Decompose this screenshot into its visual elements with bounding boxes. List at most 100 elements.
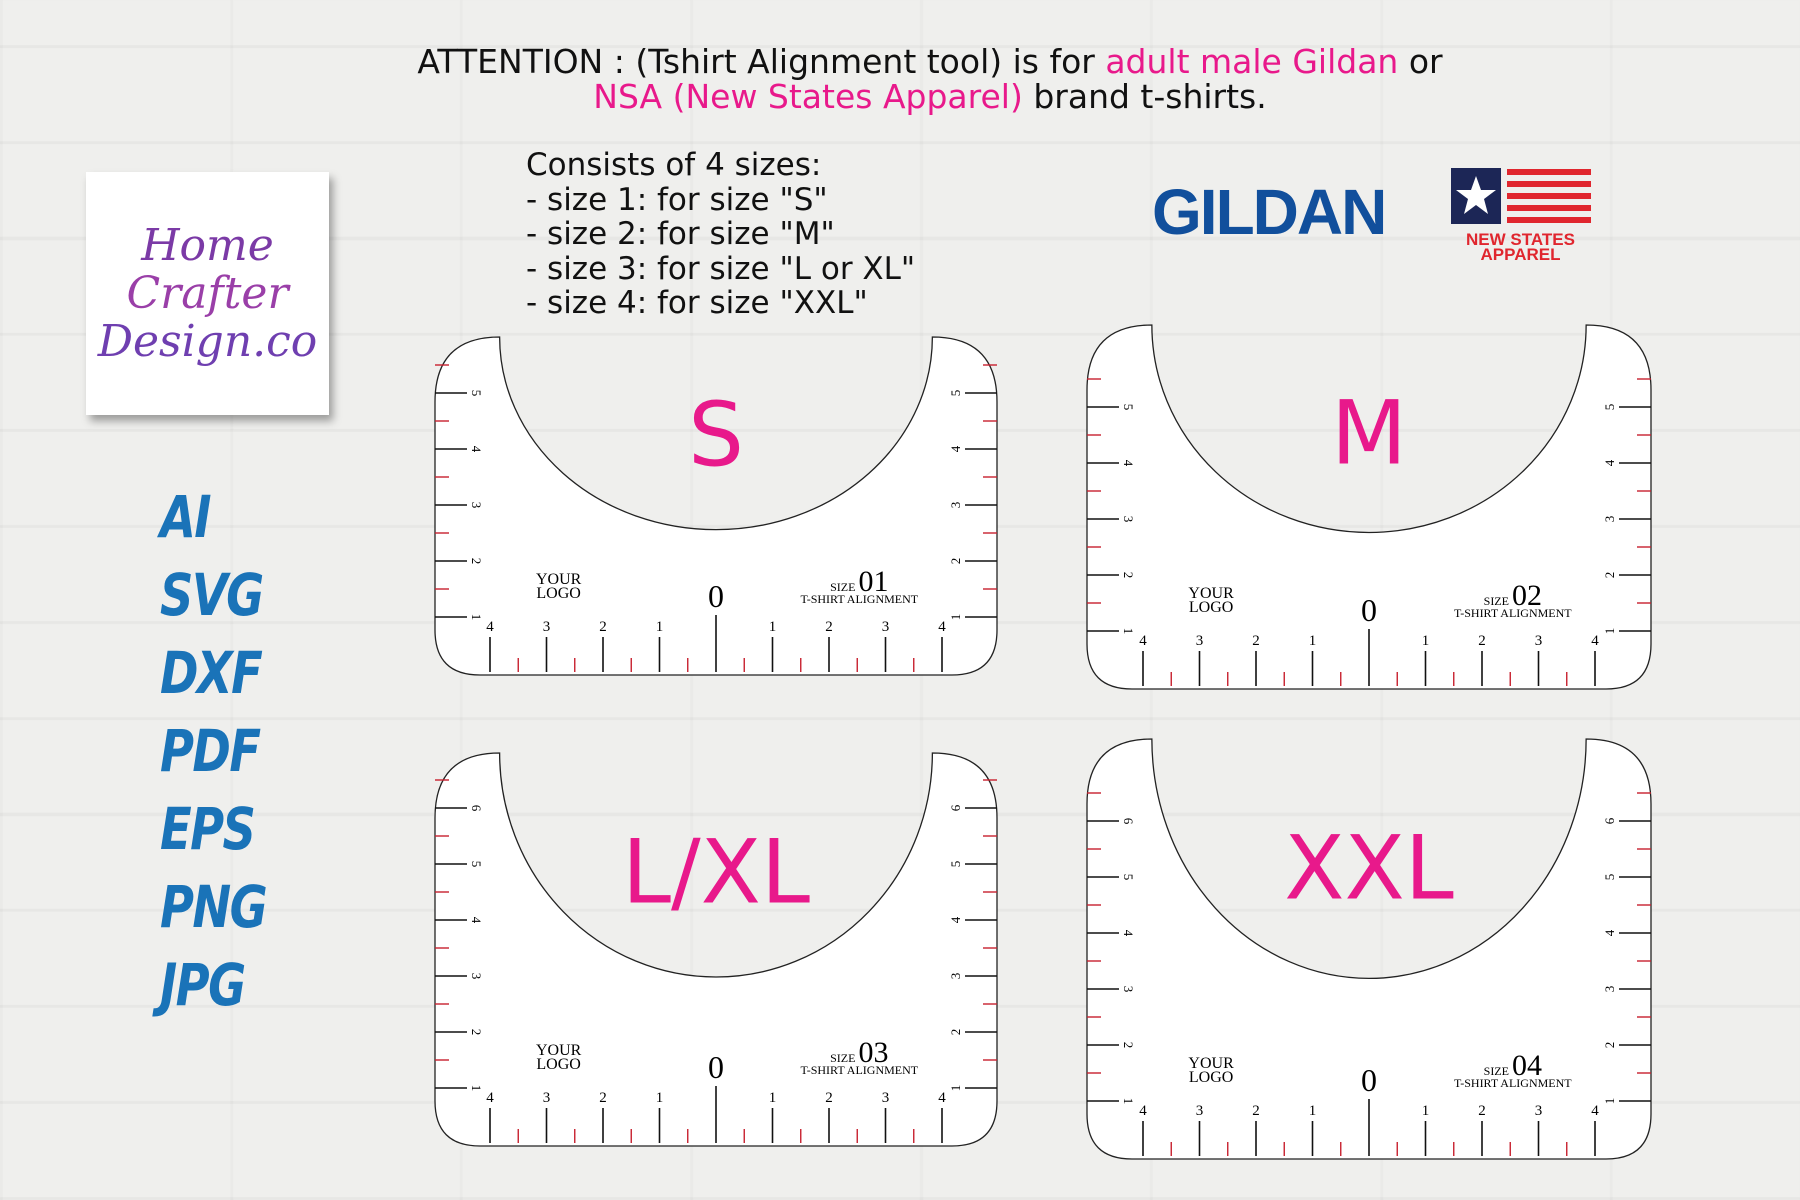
vertical-tick-label: 2: [469, 558, 484, 565]
size-number: 03: [858, 1036, 888, 1069]
vertical-tick-label: 3: [1602, 516, 1617, 523]
vertical-tick-label: 4: [948, 445, 963, 452]
size-item: - size 2: for size "M": [526, 216, 835, 252]
nsa-text-2: APPAREL: [1480, 245, 1561, 264]
horizontal-tick-label: 2: [1252, 633, 1260, 649]
horizontal-tick-label: 2: [599, 1090, 607, 1106]
zero-label: 0: [1361, 592, 1377, 628]
horizontal-tick-label: 3: [882, 619, 890, 635]
card-outline: [1086, 738, 1652, 1160]
t-shirt-alignment-caption: T-SHIRT ALIGNMENT: [1454, 606, 1572, 620]
vertical-tick-label: 1: [1121, 628, 1136, 635]
your-logo-text: YOUR: [1188, 1055, 1234, 1072]
horizontal-tick-label: 3: [1196, 1103, 1204, 1119]
attention-line-1: ATTENTION : (Tshirt Alignment tool) is f…: [0, 44, 1800, 80]
your-logo-text: YOUR: [536, 571, 582, 588]
card-outline: [434, 336, 998, 676]
card-outline: [434, 752, 998, 1147]
vertical-tick-label: 4: [1602, 459, 1617, 466]
vertical-tick-label: 5: [1121, 874, 1136, 881]
format-png: PNG: [160, 873, 268, 941]
home-crafter-design-logo: Home Crafter Design.co: [86, 172, 329, 415]
horizontal-tick-label: 4: [1591, 1103, 1599, 1119]
your-logo-text: LOGO: [1189, 599, 1233, 616]
horizontal-tick-label: 2: [1252, 1103, 1260, 1119]
zero-label: 0: [708, 578, 724, 614]
horizontal-tick-label: 3: [543, 619, 551, 635]
format-eps: EPS: [160, 795, 256, 863]
horizontal-tick-label: 2: [825, 1090, 833, 1106]
horizontal-tick-label: 1: [1309, 1103, 1317, 1119]
horizontal-tick-label: 2: [599, 619, 607, 635]
vertical-tick-label: 5: [1602, 404, 1617, 411]
vertical-tick-label: 3: [469, 973, 484, 980]
vertical-tick-label: 2: [1602, 1042, 1617, 1049]
vertical-tick-label: 2: [948, 1029, 963, 1036]
horizontal-tick-label: 4: [486, 619, 494, 635]
size-word: SIZE: [830, 580, 855, 594]
horizontal-tick-label: 1: [769, 1090, 777, 1106]
horizontal-tick-label: 1: [1309, 633, 1317, 649]
flag-icon: [1451, 168, 1591, 224]
size-item: - size 1: for size "S": [526, 181, 828, 218]
vertical-tick-label: 4: [469, 917, 484, 924]
horizontal-tick-label: 3: [882, 1090, 890, 1106]
t-shirt-alignment-caption: T-SHIRT ALIGNMENT: [1454, 1076, 1572, 1090]
vertical-tick-label: 3: [469, 502, 484, 509]
horizontal-tick-label: 2: [1478, 1103, 1486, 1119]
size-number: 01: [858, 565, 888, 598]
attention-highlight-gildan: adult male Gildan: [1105, 42, 1399, 81]
vertical-tick-label: 3: [948, 502, 963, 509]
your-logo-text: LOGO: [536, 1056, 580, 1073]
vertical-tick-label: 2: [469, 1029, 484, 1036]
vertical-tick-label: 5: [469, 390, 484, 397]
vertical-tick-label: 4: [1121, 460, 1136, 467]
vertical-tick-label: 5: [469, 861, 484, 868]
vertical-tick-label: 4: [1602, 929, 1617, 936]
vertical-tick-label: 2: [1121, 1042, 1136, 1049]
format-pdf: PDF: [160, 717, 261, 785]
t-shirt-alignment-caption: T-SHIRT ALIGNMENT: [800, 1063, 918, 1077]
vertical-tick-label: 1: [1121, 1098, 1136, 1105]
logo-line: Crafter: [126, 267, 289, 319]
vertical-tick-label: 4: [469, 446, 484, 453]
file-formats-list: AI SVG DXF PDF EPS PNG JPG: [160, 478, 293, 1024]
vertical-tick-label: 1: [948, 1085, 963, 1092]
horizontal-tick-label: 2: [1478, 633, 1486, 649]
vertical-tick-label: 4: [1121, 930, 1136, 937]
sizes-title: Consists of 4 sizes:: [526, 147, 822, 183]
horizontal-tick-label: 1: [769, 619, 777, 635]
vertical-tick-label: 2: [1121, 572, 1136, 579]
horizontal-tick-label: 1: [656, 619, 664, 635]
size-letter: XXL: [1284, 817, 1454, 920]
sizes-info: Consists of 4 sizes: - size 1: for size …: [526, 148, 915, 321]
logo-line: Home: [141, 219, 274, 271]
attention-highlight-nsa: NSA (New States Apparel): [593, 77, 1023, 116]
new-states-apparel-logo: NEW STATES APPAREL: [1443, 166, 1598, 264]
card-outline: [1086, 324, 1652, 690]
vertical-tick-label: 4: [948, 916, 963, 923]
size-item: - size 3: for size "L or XL": [526, 250, 916, 287]
vertical-tick-label: 2: [1602, 572, 1617, 579]
zero-label: 0: [708, 1049, 724, 1085]
format-svg: SVG: [160, 561, 264, 629]
horizontal-tick-label: 2: [825, 619, 833, 635]
size-number: 02: [1512, 579, 1542, 612]
vertical-tick-label: 5: [948, 390, 963, 397]
horizontal-tick-label: 4: [938, 1090, 946, 1106]
vertical-tick-label: 6: [1121, 818, 1136, 825]
your-logo-text: YOUR: [536, 1042, 582, 1059]
attention-suffix-2: brand t-shirts.: [1022, 77, 1267, 116]
horizontal-tick-label: 3: [1535, 1103, 1543, 1119]
vertical-tick-label: 3: [1121, 986, 1136, 993]
horizontal-tick-label: 1: [1422, 633, 1430, 649]
t-shirt-alignment-caption: T-SHIRT ALIGNMENT: [800, 592, 918, 606]
horizontal-tick-label: 4: [486, 1090, 494, 1106]
